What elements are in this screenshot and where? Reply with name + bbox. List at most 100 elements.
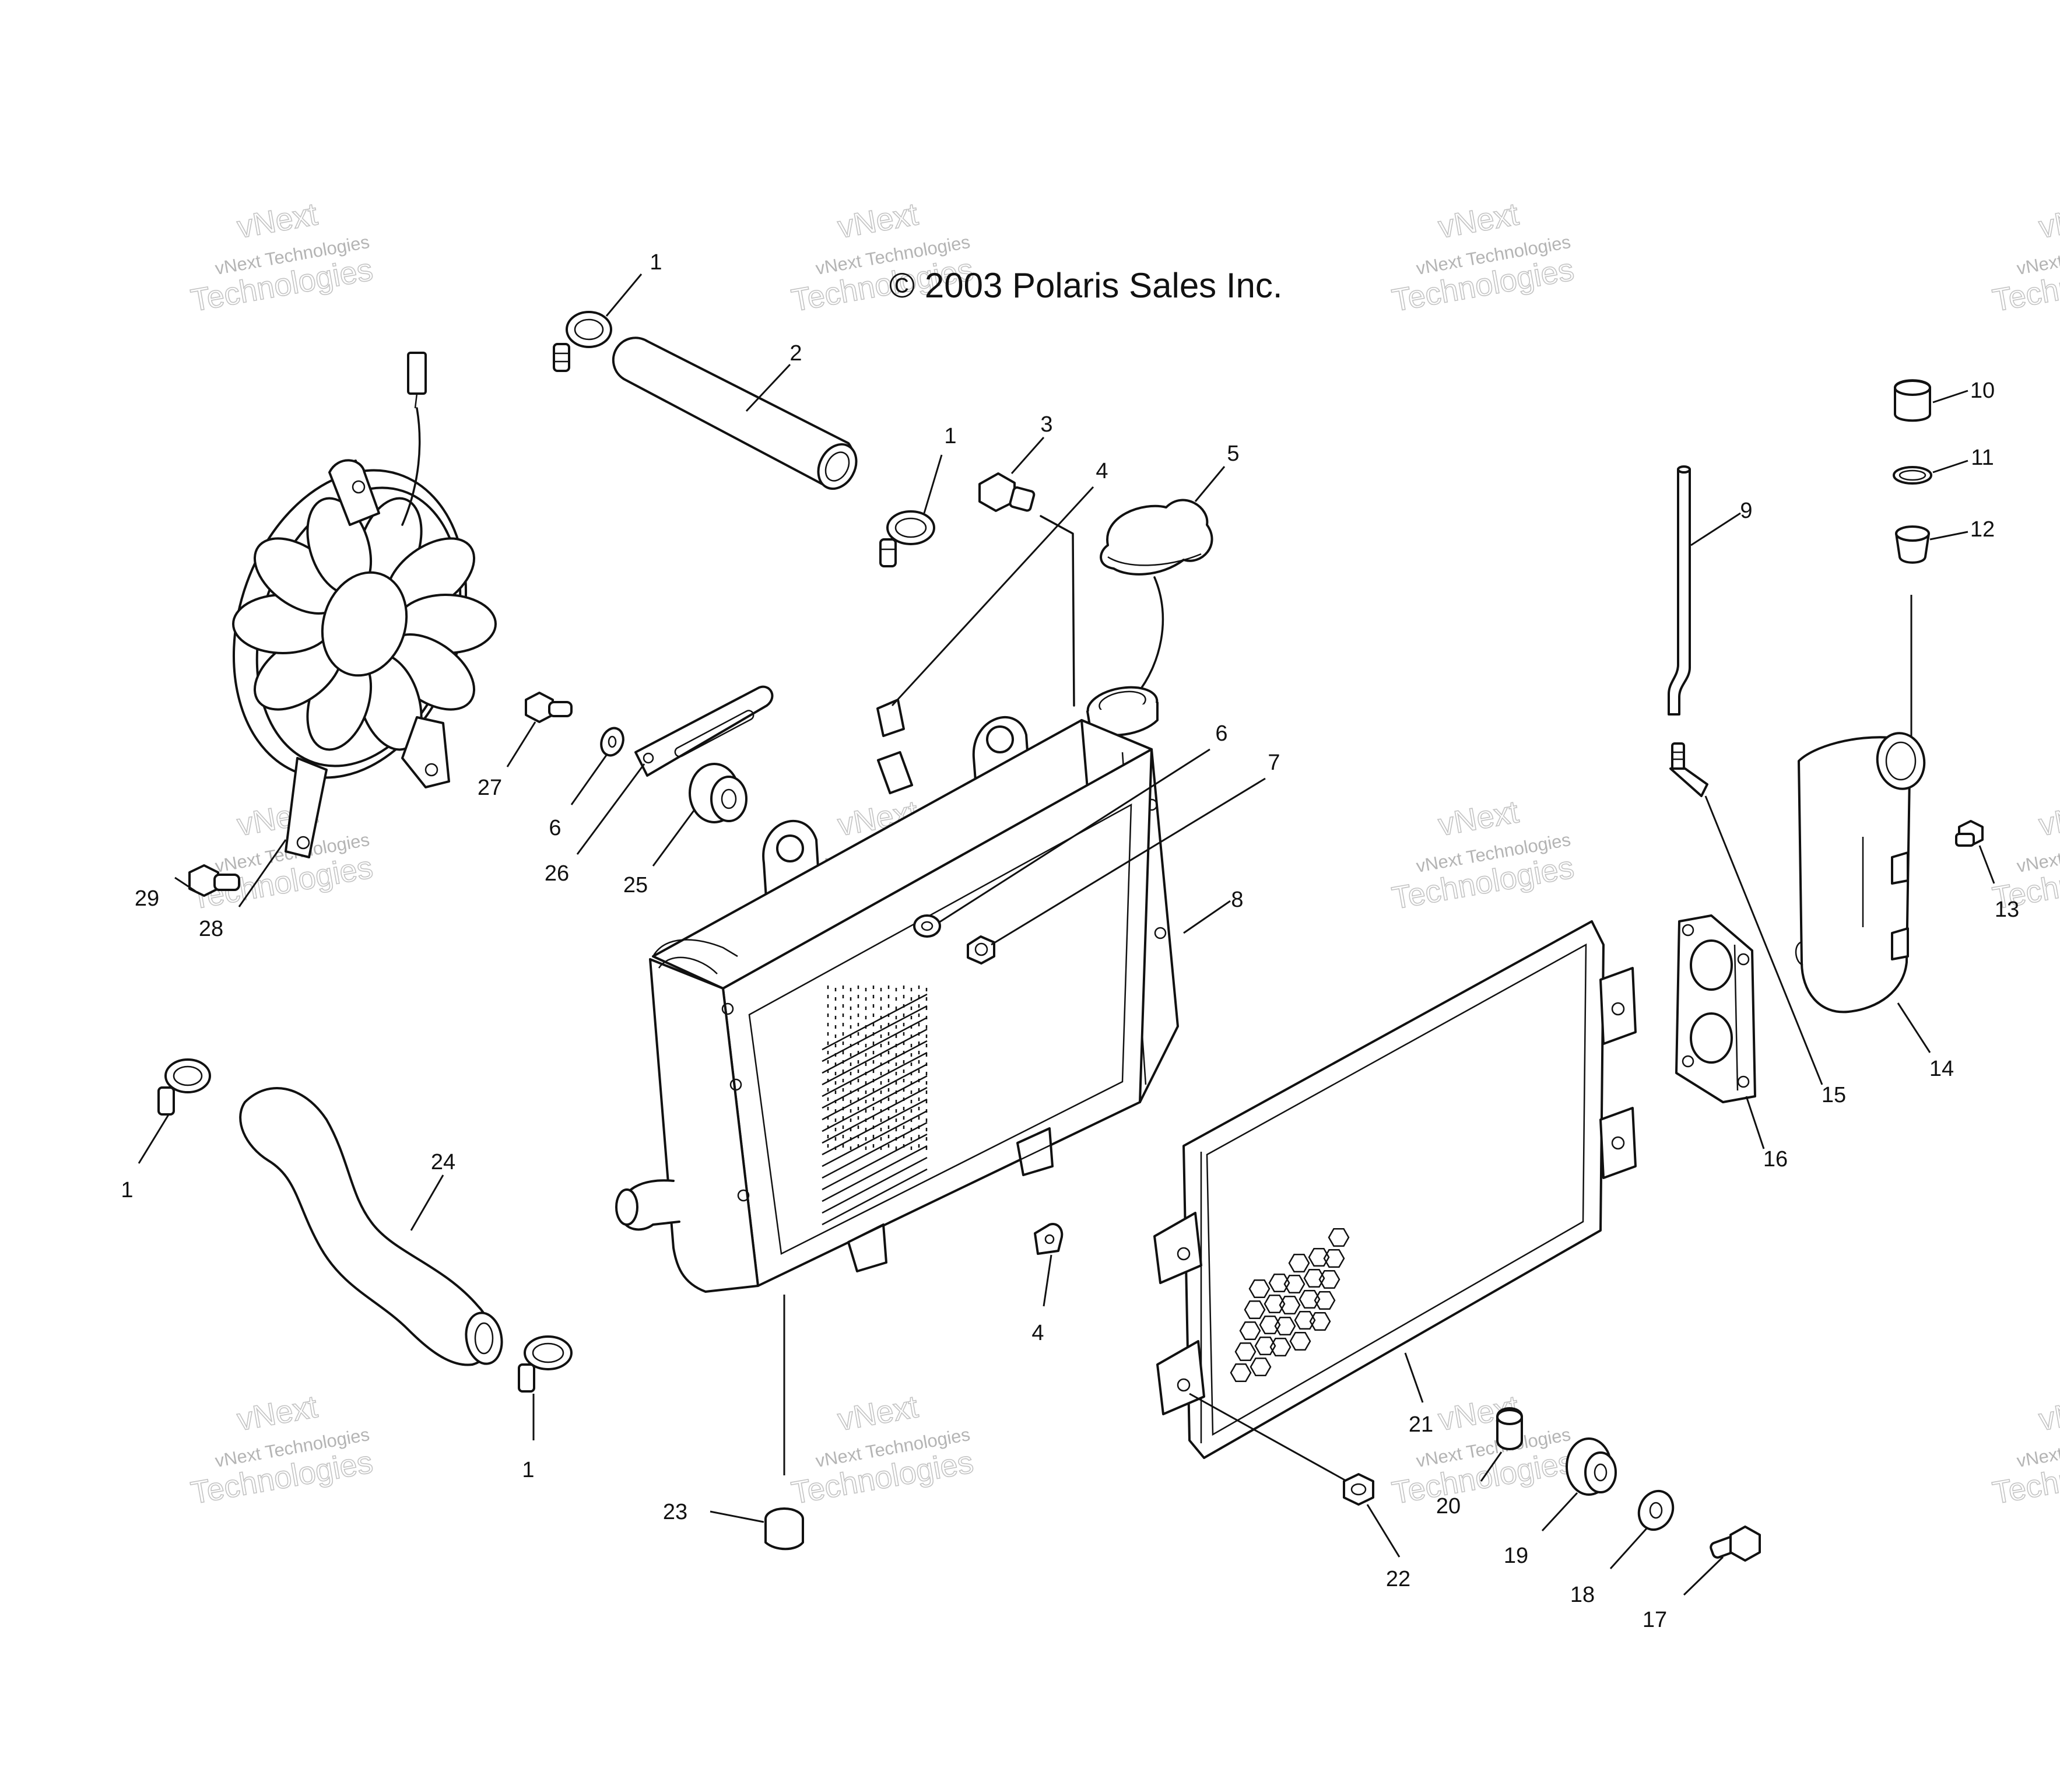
hex-cell <box>1318 1270 1340 1289</box>
leader-line <box>938 748 1210 924</box>
leader-line <box>1932 390 1968 404</box>
callout-c24: 24 <box>410 1150 455 1231</box>
coolant-reservoir-part-14 <box>1795 732 1926 1014</box>
leader-line <box>1366 1504 1401 1558</box>
mesh-line <box>822 1016 928 1074</box>
bolt-part-29 <box>188 864 240 897</box>
callout-number: 20 <box>1436 1494 1461 1519</box>
callout-c26: 26 <box>545 763 645 886</box>
hex-cell <box>1294 1311 1316 1330</box>
callout-number: 1 <box>650 250 662 275</box>
hex-cell <box>1299 1290 1321 1309</box>
leader-line <box>1978 845 1995 884</box>
mesh-line <box>822 1051 928 1109</box>
callout-c25: 25 <box>623 810 695 897</box>
copyright-text: © 2003 Polaris Sales Inc. <box>889 266 1283 305</box>
leader-line <box>1704 795 1823 1085</box>
callout-number: 23 <box>663 1500 687 1524</box>
mesh-line <box>822 1168 928 1226</box>
bolt-part-27 <box>525 692 573 723</box>
callout-c12: 12 <box>1929 517 1995 542</box>
callout-number: 1 <box>944 424 956 448</box>
callout-number: 11 <box>1971 446 1994 470</box>
callout-number: 27 <box>478 776 502 800</box>
leader-line <box>1183 900 1231 934</box>
callout-number: 26 <box>545 861 569 886</box>
callout-c5: 5 <box>1194 441 1240 502</box>
callout-number: 15 <box>1822 1083 1846 1107</box>
hex-cell <box>1279 1296 1301 1314</box>
curved-hose-part-24 <box>239 1087 503 1366</box>
callout-number: 6 <box>1215 721 1227 746</box>
leader-line <box>174 876 196 892</box>
callout-number: 22 <box>1386 1567 1410 1591</box>
radiator-part-8 <box>615 686 1179 1293</box>
callout-number: 1 <box>121 1178 133 1202</box>
bolt-part-17 <box>1710 1526 1761 1562</box>
hex-cell <box>1289 1332 1311 1351</box>
callout-c22: 22 <box>1366 1504 1410 1591</box>
callout-number: 21 <box>1409 1412 1433 1437</box>
hex-cell <box>1308 1248 1330 1267</box>
hex-cell <box>1309 1312 1331 1331</box>
hex-cell <box>1269 1338 1292 1356</box>
callout-number: 9 <box>1740 499 1752 523</box>
hex-cell <box>1254 1337 1276 1355</box>
grommet-part-19 <box>1566 1437 1617 1496</box>
radiator-core-mesh <box>822 986 928 1226</box>
callout-c1d: 1 <box>522 1394 535 1482</box>
callout-c1a: 1 <box>605 250 662 317</box>
leader-line <box>1609 1527 1648 1570</box>
callout-number: 17 <box>1643 1608 1667 1632</box>
callout-number: 4 <box>1031 1321 1044 1345</box>
leader-line <box>1043 1254 1052 1307</box>
callout-number: 7 <box>1268 751 1280 775</box>
callout-number: 19 <box>1504 1544 1528 1568</box>
hex-cell <box>1314 1291 1336 1310</box>
mesh-line <box>822 1028 928 1086</box>
callout-c27: 27 <box>478 721 536 800</box>
callout-c19: 19 <box>1504 1492 1578 1568</box>
mesh-line <box>822 1133 928 1191</box>
callout-c4a: 4 <box>891 459 1108 707</box>
mesh-line <box>822 1145 928 1202</box>
leader-line <box>1897 1002 1931 1053</box>
callout-c8: 8 <box>1183 888 1244 934</box>
leader-line <box>652 810 695 867</box>
leader-line <box>238 839 287 907</box>
callout-number: 2 <box>789 341 802 366</box>
callout-c1b: 1 <box>923 424 957 514</box>
hex-cell <box>1274 1317 1296 1335</box>
hex-cell <box>1234 1342 1257 1361</box>
leader-line <box>891 486 1094 707</box>
mesh-line <box>822 1110 928 1167</box>
leader-line <box>710 1510 764 1523</box>
callout-number: 16 <box>1763 1147 1788 1172</box>
drain-plug-part-23 <box>764 1507 804 1551</box>
callout-c1c: 1 <box>121 1113 170 1202</box>
callout-c29: 29 <box>135 876 196 911</box>
callout-c10: 10 <box>1932 378 1995 404</box>
callout-number: 12 <box>1970 517 1995 542</box>
leader-line <box>506 721 536 767</box>
leader-line <box>991 777 1266 946</box>
callout-c17: 17 <box>1643 1556 1724 1632</box>
hose-clamp-part-1-middle <box>879 510 935 567</box>
leader-line <box>605 273 643 317</box>
callout-c21: 21 <box>1404 1352 1433 1437</box>
radiator-cap-part-5 <box>1100 499 1213 576</box>
callout-number: 29 <box>135 886 159 911</box>
mesh-line <box>822 1063 928 1121</box>
hose-clamp-part-1-top <box>553 311 612 372</box>
hex-cell <box>1230 1363 1252 1382</box>
leader-line <box>1932 460 1968 474</box>
washer-part-6-left <box>600 727 624 757</box>
hex-cell <box>1264 1295 1286 1313</box>
mesh-line <box>822 1040 928 1097</box>
callout-number: 10 <box>1970 378 1995 403</box>
callout-number: 25 <box>623 873 648 897</box>
temperature-sensor-part-3 <box>978 472 1036 512</box>
callout-number: 6 <box>549 816 561 840</box>
